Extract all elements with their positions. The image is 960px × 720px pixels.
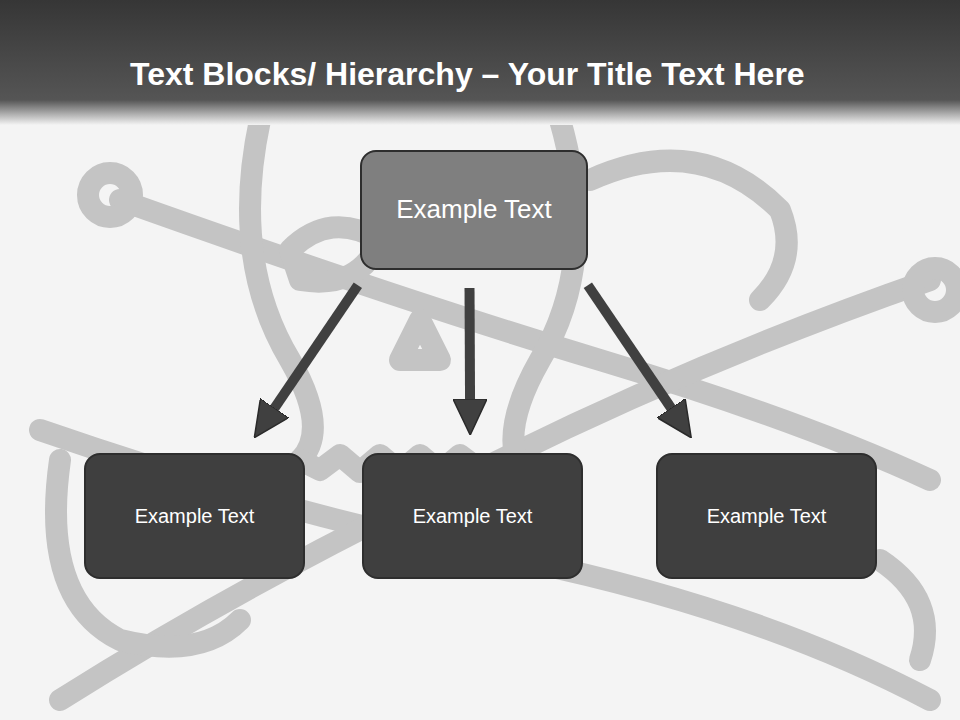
child-box: Example Text: [656, 453, 877, 579]
box-label: Example Text: [413, 504, 533, 528]
hierarchy-arrow: [271, 285, 358, 413]
hierarchy-arrow: [588, 285, 675, 413]
hierarchy-arrow: [465, 288, 476, 405]
parent-box: Example Text: [360, 150, 588, 270]
slide-title: Text Blocks/ Hierarchy – Your Title Text…: [130, 56, 805, 93]
child-box: Example Text: [84, 453, 305, 579]
box-label: Example Text: [135, 504, 255, 528]
box-label: Example Text: [396, 194, 552, 225]
header-band: [0, 0, 960, 125]
box-label: Example Text: [707, 504, 827, 528]
child-box: Example Text: [362, 453, 583, 579]
skull-watermark: [40, 120, 957, 700]
